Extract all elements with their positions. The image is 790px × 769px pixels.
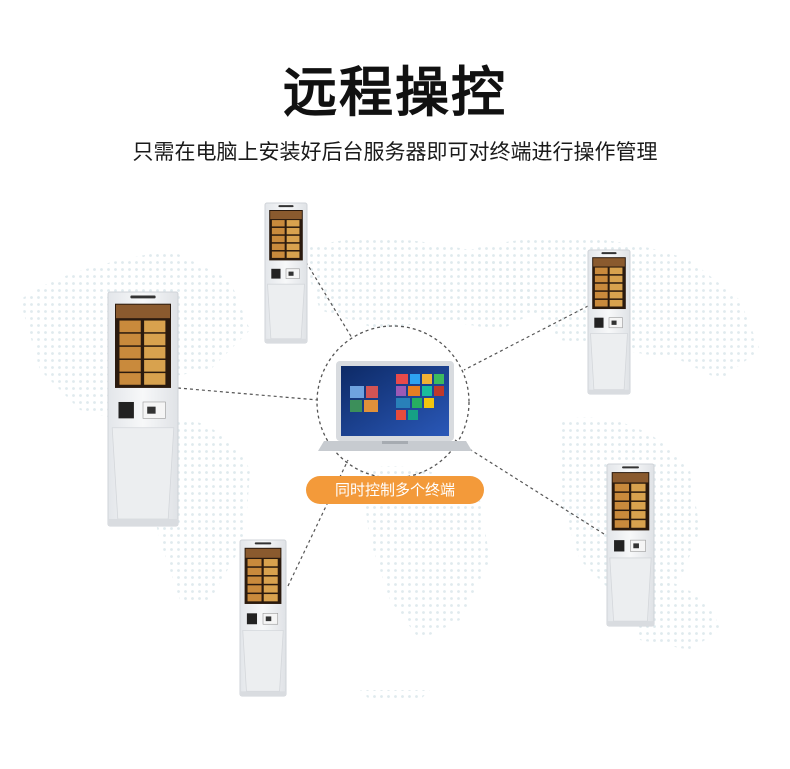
kiosk-top-right — [587, 249, 631, 395]
connection-line-top-right — [463, 305, 589, 371]
laptop-icon — [318, 361, 472, 451]
kiosk-top-left — [264, 202, 308, 344]
kiosk-bottom-right — [606, 463, 655, 627]
badge-text: 同时控制多个终端 — [335, 481, 455, 499]
connection-line-left — [177, 387, 319, 401]
laptop-highlight-circle — [316, 325, 470, 479]
connection-line-bottom-right — [454, 439, 605, 535]
kiosk-bottom-left — [239, 539, 287, 697]
page-subtitle: 只需在电脑上安装好后台服务器即可对终端进行操作管理 — [132, 140, 658, 164]
multi-terminal-badge: 同时控制多个终端 — [306, 476, 484, 504]
connection-line-top-left — [305, 261, 353, 339]
page-title: 远程操控 — [283, 61, 507, 124]
kiosk-group — [107, 202, 655, 697]
kiosk-large-left — [107, 291, 179, 527]
